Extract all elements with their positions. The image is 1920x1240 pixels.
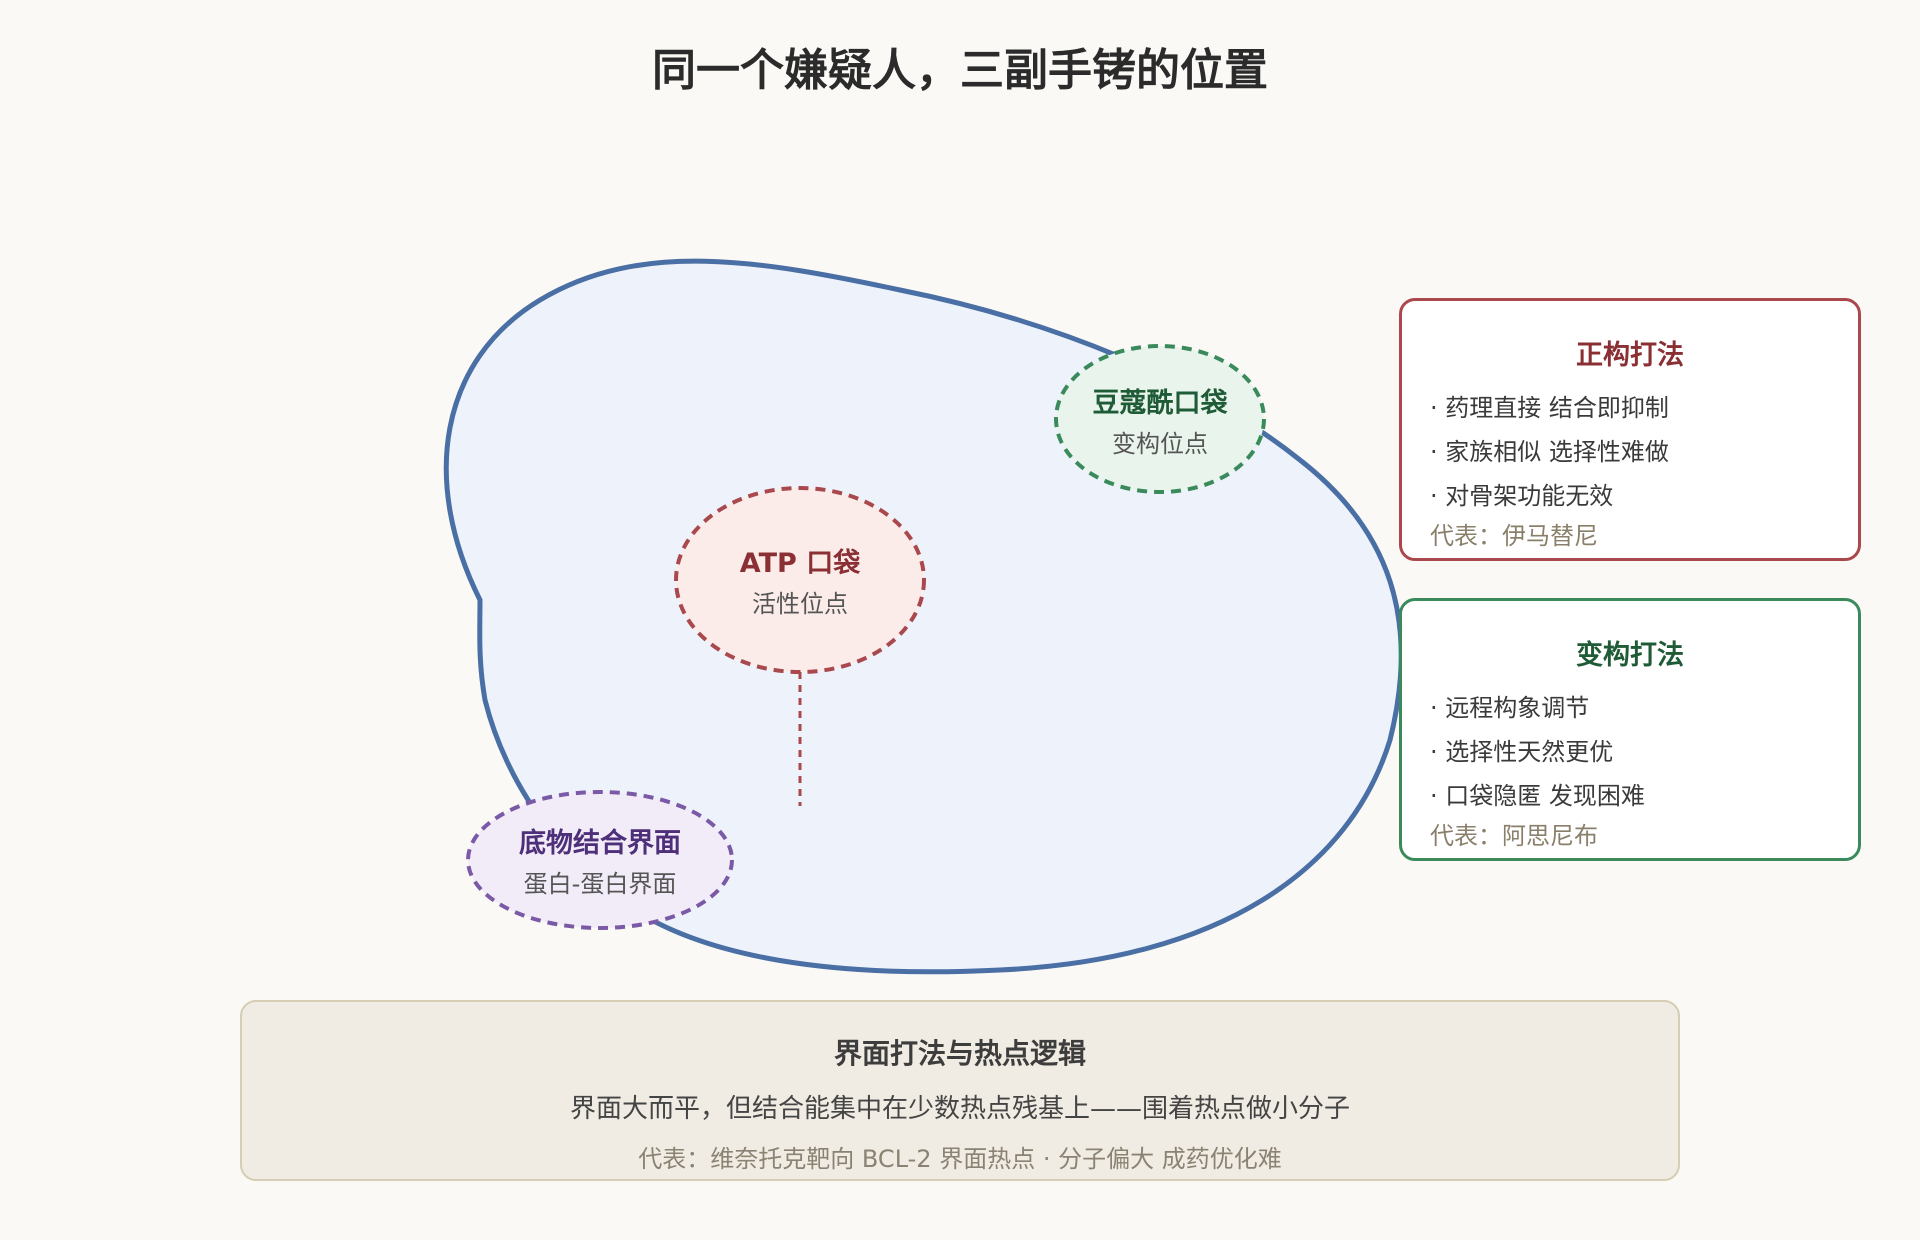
list-item: · 选择性天然更优 — [1430, 738, 1614, 766]
myristoyl-pocket-sub: 变构位点 — [1112, 430, 1208, 458]
allosteric-card: 变构打法 · 远程构象调节 · 选择性天然更优 · 口袋隐匿 发现困难 代表：阿… — [1399, 598, 1861, 861]
allosteric-card-list: · 远程构象调节 · 选择性天然更优 · 口袋隐匿 发现困难 — [1402, 686, 1858, 818]
list-item: · 对骨架功能无效 — [1430, 482, 1614, 510]
substrate-interface-label: 底物结合界面 — [519, 827, 681, 859]
atp-pocket-label: ATP 口袋 — [740, 548, 861, 579]
orthosteric-card: 正构打法 · 药理直接 结合即抑制 · 家族相似 选择性难做 · 对骨架功能无效… — [1399, 298, 1861, 561]
interface-strategy-title: 界面打法与热点逻辑 — [833, 1037, 1086, 1070]
list-item: · 家族相似 选择性难做 — [1430, 438, 1669, 466]
interface-strategy-box: 界面打法与热点逻辑 界面大而平，但结合能集中在少数热点残基上——围着热点做小分子… — [240, 1000, 1680, 1181]
list-item: · 远程构象调节 — [1430, 694, 1590, 722]
substrate-interface-sub: 蛋白-蛋白界面 — [524, 870, 677, 898]
myristoyl-pocket-label: 豆蔻酰口袋 — [1093, 388, 1229, 419]
allosteric-card-rep: 代表：阿思尼布 — [1430, 822, 1598, 850]
orthosteric-card-rep: 代表：伊马替尼 — [1430, 522, 1598, 550]
page-title: 同一个嫌疑人，三副手铐的位置 — [652, 45, 1268, 96]
atp-pocket-sub: 活性位点 — [752, 590, 848, 618]
allosteric-card-title: 变构打法 — [1576, 640, 1684, 671]
myristoyl-pocket[interactable]: 豆蔻酰口袋 变构位点 — [1054, 344, 1266, 494]
atp-pocket[interactable]: ATP 口袋 活性位点 — [674, 486, 926, 674]
orthosteric-card-list: · 药理直接 结合即抑制 · 家族相似 选择性难做 · 对骨架功能无效 — [1402, 386, 1858, 518]
list-item: · 药理直接 结合即抑制 — [1430, 394, 1669, 422]
interface-strategy-rep: 代表：维奈托克靶向 BCL-2 界面热点 · 分子偏大 成药优化难 — [638, 1145, 1282, 1173]
orthosteric-card-title: 正构打法 — [1576, 340, 1684, 371]
list-item: · 口袋隐匿 发现困难 — [1430, 782, 1645, 810]
interface-strategy-body: 界面大而平，但结合能集中在少数热点残基上——围着热点做小分子 — [569, 1094, 1350, 1124]
substrate-interface[interactable]: 底物结合界面 蛋白-蛋白界面 — [466, 790, 734, 930]
